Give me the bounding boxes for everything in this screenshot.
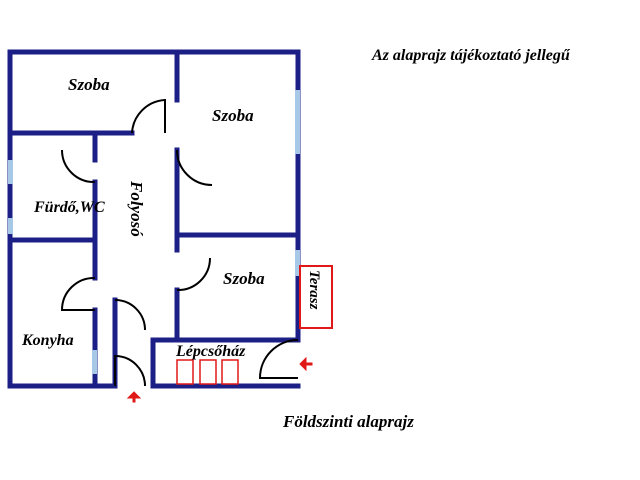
stair-steps	[176, 359, 239, 385]
door-stair	[258, 339, 299, 379]
door-szoba-right	[176, 149, 213, 186]
entry-arrows	[126, 356, 313, 403]
arrow-icon-shaft	[132, 396, 136, 403]
label-szoba-top-right: Szoba	[212, 106, 254, 125]
door-furdo	[61, 149, 96, 184]
door-entry	[114, 354, 146, 387]
stair-step-1	[176, 359, 194, 385]
door-konyha	[60, 276, 96, 311]
terrace-outline	[299, 265, 333, 329]
door-szoba-mid	[176, 257, 211, 292]
label-furdo: Fürdő,WC	[33, 199, 105, 216]
windows	[8, 90, 300, 374]
stair-step-3	[221, 359, 239, 385]
label-terasz: Terasz	[306, 270, 322, 310]
room-labels: Szoba Szoba Fürdő,WC Folyosó Szoba Teras…	[21, 75, 322, 360]
stair-step-2	[199, 359, 217, 385]
doors	[60, 98, 299, 387]
disclaimer-note: Az alaprajz tájékoztató jellegű	[372, 47, 570, 64]
label-szoba-mid: Szoba	[223, 269, 265, 288]
door-szoba-top-left	[131, 98, 166, 134]
terrace	[299, 265, 333, 329]
label-szoba-top-left: Szoba	[68, 75, 110, 94]
window-left-1	[8, 160, 13, 184]
plan-caption: Földszinti alaprajz	[283, 412, 414, 431]
label-konyha: Konyha	[21, 332, 74, 349]
door-corridor	[114, 299, 146, 331]
window-right-mid	[295, 250, 300, 276]
window-bottom-konyha	[92, 350, 97, 374]
arrow-left-icon-shaft	[304, 362, 313, 366]
label-folyoso: Folyosó	[127, 180, 146, 237]
window-left-2	[8, 218, 13, 234]
label-lepcsohaz: Lépcsőház	[175, 343, 246, 360]
window-top-right	[295, 90, 300, 154]
